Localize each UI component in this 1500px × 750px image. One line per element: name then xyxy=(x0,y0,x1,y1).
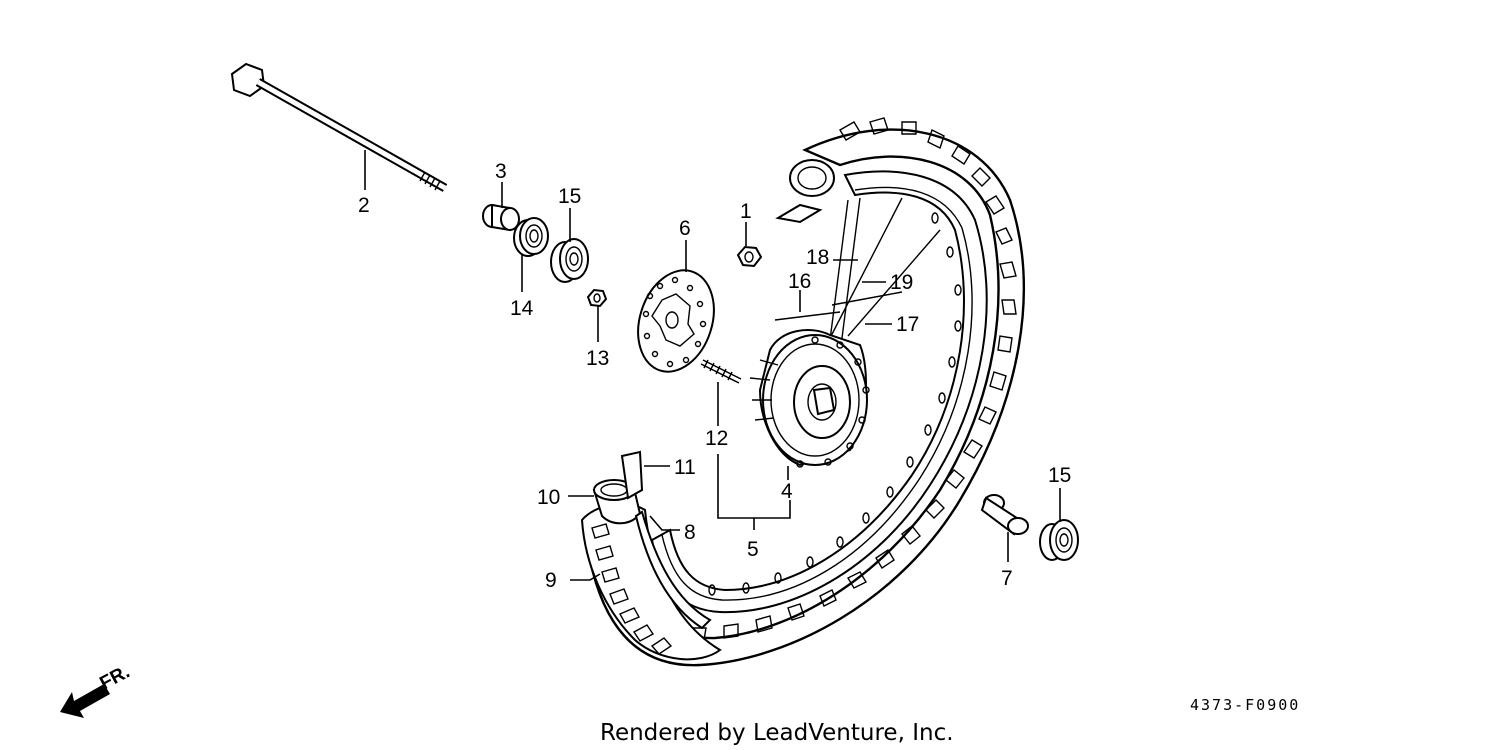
callouts: 2 3 15 14 13 6 1 18 16 19 17 12 4 5 11 1… xyxy=(358,160,1071,592)
callout-19: 19 xyxy=(890,271,913,294)
bearing-part-15-lower xyxy=(1039,519,1079,561)
front-arrow-icon xyxy=(60,684,110,718)
callout-8: 8 xyxy=(684,521,696,544)
callout-12: 12 xyxy=(705,427,728,450)
render-credit: Rendered by LeadVenture, Inc. xyxy=(600,720,954,746)
bearing-part-15-upper xyxy=(550,238,589,283)
distance-collar-part xyxy=(980,494,1029,536)
callout-15-upper: 15 xyxy=(558,185,581,208)
sprocket-plate-part xyxy=(637,269,715,373)
callout-9: 9 xyxy=(545,569,557,592)
nut-part-13 xyxy=(586,288,608,308)
bearing-part-14 xyxy=(513,217,549,257)
callout-5: 5 xyxy=(747,538,759,561)
stud-bolt-part xyxy=(700,359,742,384)
wheel-assembly xyxy=(588,117,1025,667)
callout-15-lower: 15 xyxy=(1048,464,1071,487)
callout-3: 3 xyxy=(495,160,507,183)
callout-13: 13 xyxy=(586,347,609,370)
callout-11: 11 xyxy=(674,456,696,479)
front-direction-indicator: FR. xyxy=(60,662,133,718)
collar-part xyxy=(482,203,520,232)
callout-18: 18 xyxy=(806,246,829,269)
callout-10: 10 xyxy=(537,486,560,509)
callout-16: 16 xyxy=(788,270,811,293)
nut-part-1 xyxy=(736,245,763,268)
callout-14: 14 xyxy=(510,297,534,320)
callout-2: 2 xyxy=(358,194,370,217)
hub xyxy=(749,329,870,468)
leader-lines xyxy=(364,150,1061,581)
axle-bolt xyxy=(230,62,448,192)
diagram-part-number: 4373-F0900 xyxy=(1190,696,1300,714)
callout-4: 4 xyxy=(781,480,793,503)
tire-tube-section xyxy=(580,450,722,661)
callout-1: 1 xyxy=(740,200,752,223)
callout-7: 7 xyxy=(1001,567,1013,590)
callout-17: 17 xyxy=(896,313,919,336)
callout-6: 6 xyxy=(679,217,691,240)
